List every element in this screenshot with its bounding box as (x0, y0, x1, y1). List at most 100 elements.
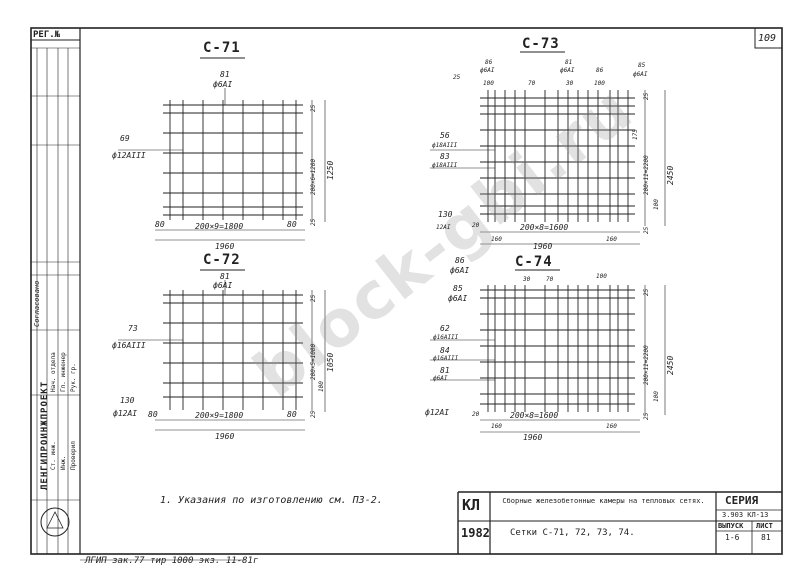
c74-dim-right-total: 2450 (666, 355, 675, 375)
issue-value: 1-6 (725, 533, 740, 542)
c73-bar-83-spec: ф18АIII (432, 162, 458, 169)
c74-dim-100: 100 (596, 273, 607, 280)
c73-bar-85-mark: 85 (638, 62, 646, 69)
c74-bar-bottom-spec: ф12АI (425, 408, 450, 417)
c71-dim-bottom-main: 200×9=1800 (195, 222, 244, 231)
org-code: КЛ (462, 496, 481, 514)
c73-dim-right-100: 100 (653, 199, 660, 210)
c73-dim-bottom-160a: 160 (491, 236, 502, 243)
c71-dim-bottom-80a: 80 (155, 220, 165, 229)
c73-title: С-73 (522, 36, 560, 52)
c73-bar-130-spec: 12АI (436, 224, 451, 231)
print-info: ЛГИП зак.77 тир 1000 экз. 11-81г (85, 556, 259, 566)
c74-dim-30: 30 (523, 276, 531, 283)
c73-dim-bottom-main: 200×8=1600 (520, 223, 569, 232)
stamp-row: Инж. (60, 455, 67, 470)
c71-dim-bottom-total: 1960 (215, 242, 235, 251)
c71-dim-right-25a: 25 (310, 104, 317, 112)
c71-bar-left-spec: ф12АIII (112, 151, 146, 160)
c71-mesh-grid (118, 57, 326, 241)
c74-dim-bottom-160b: 160 (606, 423, 617, 430)
c74-bar-85-mark: 85 (453, 284, 463, 293)
c72-bar-bottom-spec: ф12АI (113, 409, 138, 418)
c72-bar-bottom-mark: 130 (120, 396, 135, 405)
c73-bar-56-spec: ф18АIII (432, 142, 458, 149)
c73-dim-70: 70 (528, 80, 536, 87)
c72-bar-top-mark: 81 (220, 272, 230, 281)
stamp-row: Гл. инженер (60, 352, 67, 392)
c73-bar-81-mark: 81 (565, 59, 573, 66)
c72-dim-right-100: 100 (318, 381, 325, 392)
c74-dim-bottom-main: 200×8=1600 (510, 411, 559, 420)
c73-bar-86b-mark: 86 (596, 67, 604, 74)
c73-dim-100b: 100 (594, 80, 605, 87)
c74-dim-right-25b: 25 (643, 412, 650, 420)
c73-bar-25: 25 (453, 74, 461, 81)
sheet-value: 81 (761, 533, 771, 542)
c74-dim-bottom-total: 1960 (523, 433, 543, 442)
c72-bar-top-spec: ф6АI (213, 281, 233, 290)
reg-number-label: РЕГ.№ (33, 30, 61, 40)
c72-dim-right-main: 200×5=1000 (310, 343, 317, 380)
c72-dim-bottom-main: 200×9=1800 (195, 411, 244, 420)
stamp-row: Рук. гр. (70, 363, 77, 392)
institute-stamp: ЛЕНГИПРОИНЖПРОЕКТ (40, 380, 50, 490)
c71-bar-top-mark: 81 (220, 70, 230, 79)
c73-bar-85-spec: ф6АI (633, 71, 648, 78)
c73-dim-bottom-20: 20 (472, 222, 480, 229)
c72-dim-right-total: 1050 (326, 352, 335, 372)
sheet-title: Сетки С-71, 72, 73, 74. (510, 528, 635, 538)
page-number: 109 (758, 33, 777, 44)
c74-mesh-grid (430, 269, 666, 433)
c74-title: С-74 (515, 254, 553, 270)
c73-dim-right-25b: 25 (643, 226, 650, 234)
c71-dim-bottom-80b: 80 (287, 220, 297, 229)
stamp-row: Проверил (70, 441, 77, 470)
c73-bar-130-mark: 130 (438, 210, 453, 219)
c74-dim-right-main: 200×11=2200 (643, 345, 650, 385)
c72-dim-bottom-total: 1960 (215, 432, 235, 441)
agreed-label: Согласовано (33, 280, 41, 327)
c74-bar-84-spec: ф16АIII (433, 355, 459, 362)
c72-dim-right-25a: 25 (310, 294, 317, 302)
instruction-note: 1. Указания по изготовлению см. П3-2. (160, 495, 383, 506)
stamp-row: Нач. отдела (50, 352, 57, 392)
c73-bar-86a-spec: ф6АI (480, 67, 495, 74)
c73-bar-56-mark: 56 (440, 131, 450, 140)
year: 1982 (461, 526, 490, 540)
c71-dim-right-25b: 25 (310, 218, 317, 226)
c73-dim-30: 30 (566, 80, 574, 87)
drawing-description: Сборные железобетонные камеры на тепловы… (502, 497, 705, 505)
c73-dim-bottom-160b: 160 (606, 236, 617, 243)
stamp-row: Ст. инж. (50, 441, 57, 470)
series-value: 3.903 КЛ-13 (722, 511, 769, 519)
c74-bar-81-mark: 81 (440, 366, 450, 375)
sheet-label: ЛИСТ (756, 522, 773, 530)
c73-dim-right-total: 2450 (666, 165, 675, 185)
c73-bar-83-mark: 83 (440, 152, 450, 161)
c74-bar-84-mark: 84 (440, 346, 450, 355)
c73-dim-100a: 100 (483, 80, 494, 87)
c72-mesh-grid (118, 269, 326, 431)
c71-bar-top-spec: ф6АI (213, 80, 233, 89)
c74-bar-86-mark: 86 (455, 256, 465, 265)
c73-dim-bottom-total: 1960 (533, 242, 553, 251)
c72-dim-bottom-80a: 80 (148, 410, 158, 419)
logo-emblem (40, 507, 70, 537)
c72-dim-right-25b: 25 (310, 410, 317, 418)
c74-bar-85-spec: ф6АI (448, 294, 468, 303)
c72-bar-left-spec: ф16АIII (112, 341, 146, 350)
c71-dim-right-main: 200×6=1200 (310, 158, 317, 195)
c71-dim-right-total: 1250 (326, 160, 335, 180)
c74-bar-81-spec: ф6АI (433, 375, 448, 382)
c73-dim-right-25a: 25 (643, 92, 650, 100)
c72-title: С-72 (203, 252, 241, 268)
c72-dim-bottom-80b: 80 (287, 410, 297, 419)
c71-bar-left-mark: 69 (120, 134, 130, 143)
c74-bar-62-mark: 62 (440, 324, 450, 333)
c74-dim-right-100: 100 (653, 391, 660, 402)
c73-bar-86a-mark: 86 (485, 59, 493, 66)
series-label: СЕРИЯ (725, 494, 759, 507)
